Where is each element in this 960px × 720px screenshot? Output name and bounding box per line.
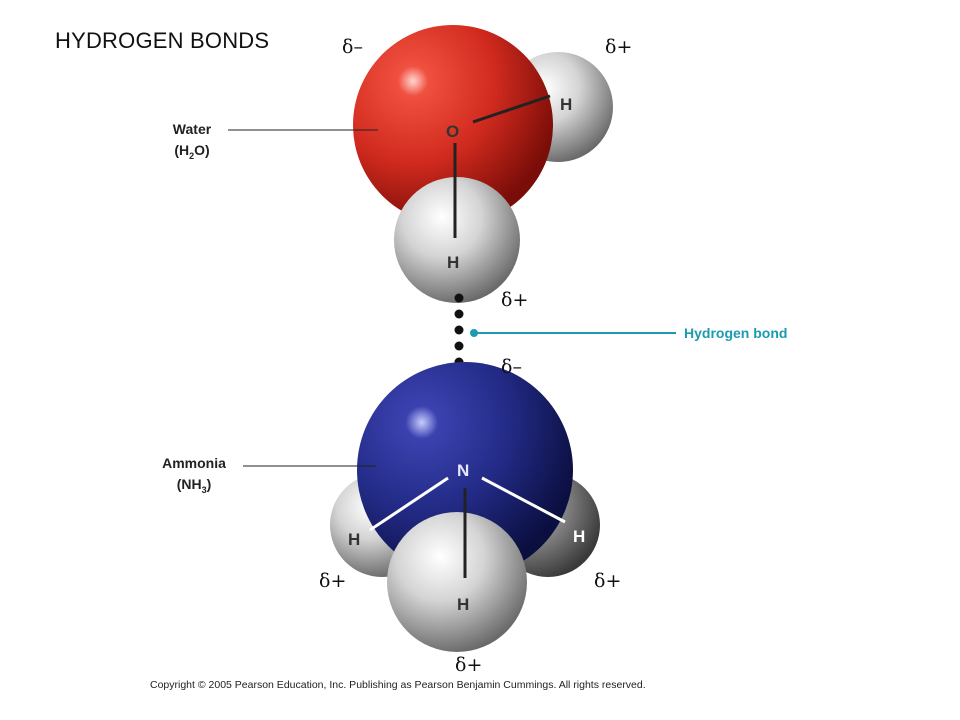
ammonia-nitrogen-symbol: N [457, 461, 469, 480]
charge-ammonia-hydrogen-left: δ+ [319, 570, 347, 592]
hydrogen-bond-label: Hydrogen bond [684, 325, 788, 341]
water-oxygen-atom [353, 25, 553, 225]
ammonia-bond-right [481, 476, 566, 524]
water-bond-right [472, 94, 551, 124]
charge-water-hydrogen-bottom: δ+ [501, 289, 529, 311]
ammonia-molecule: N H H H [330, 362, 600, 652]
water-label: Water (H2O) [160, 119, 224, 167]
charge-water-oxygen: δ– [342, 36, 363, 58]
charge-water-hydrogen-right: δ+ [605, 36, 633, 58]
charge-ammonia-nitrogen: δ– [501, 356, 522, 378]
water-hydrogen-right-symbol: H [560, 95, 572, 114]
ammonia-formula: (NH3) [176, 476, 212, 495]
water-name: Water [172, 121, 212, 137]
copyright-notice: Copyright © 2005 Pearson Education, Inc.… [150, 679, 646, 691]
ammonia-hydrogen-right-symbol: H [573, 527, 585, 546]
ammonia-name: Ammonia [162, 455, 226, 471]
hydrogen-bond-leader-dot [470, 329, 478, 337]
water-oxygen-symbol: O [446, 122, 459, 141]
charge-ammonia-hydrogen-bottom: δ+ [455, 654, 483, 676]
water-hydrogen-bottom-atom [394, 177, 520, 303]
charge-ammonia-hydrogen-right: δ+ [594, 570, 622, 592]
ammonia-hydrogen-bottom-symbol: H [457, 595, 469, 614]
ammonia-hydrogen-bottom-atom [387, 512, 527, 652]
water-hydrogen-bottom-symbol: H [447, 253, 459, 272]
ammonia-nitrogen-atom [357, 362, 573, 578]
water-formula: (H2O) [174, 142, 210, 161]
water-molecule: O H H [353, 25, 613, 303]
hydrogen-bond-dots [454, 293, 464, 367]
ammonia-label: Ammonia (NH3) [150, 453, 238, 501]
ammonia-hydrogen-left-symbol: H [348, 530, 360, 549]
diagram-title: HYDROGEN BONDS [55, 28, 270, 53]
ammonia-bond-left [369, 476, 449, 532]
